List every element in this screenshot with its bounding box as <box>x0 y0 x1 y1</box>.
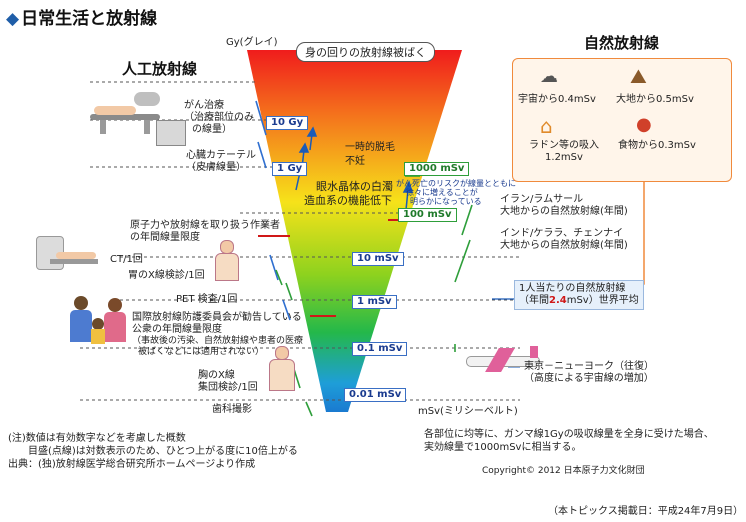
label-iran: イラン/ラムサール 大地からの自然放射線(年間) <box>500 194 628 217</box>
ct-scanner-illustration <box>36 232 98 272</box>
pet-scanner-illustration <box>156 120 186 146</box>
level-10msv: 10 mSv <box>352 252 404 266</box>
msv-unit-label: mSv(ミリシーベルト) <box>418 406 518 417</box>
label-cardiac-catheter: 心臓カテーテル （皮膚線量） <box>186 150 256 173</box>
gy-unit-label: Gy(グレイ) <box>226 37 278 48</box>
level-0.01msv: 0.01 mSv <box>344 388 407 402</box>
label-radon: ラドン等の吸入 1.2mSv <box>529 140 599 163</box>
label-chest-xray: 胸のX線 集団検診/1回 <box>198 370 258 393</box>
level-100msv: 100 mSv <box>398 208 457 222</box>
house-icon: ⌂ <box>540 114 553 138</box>
notes: (注)数値は有効数字などを考慮した概数 目盛(点線)は対数表示のため、ひとつ上が… <box>8 433 298 470</box>
heading-artificial: 人工放射線 <box>122 60 198 78</box>
person-illustration <box>214 240 239 281</box>
copyright: Copyright© 2012 日本原子力文化財団 <box>482 466 645 476</box>
effect-hair-loss: 一時的脱毛 <box>345 142 395 153</box>
label-worker-limit: 原子力や放射線を取り扱う作業者 の年間線量限度 <box>130 220 280 243</box>
effect-sterility: 不妊 <box>345 156 365 167</box>
gray-explanation: 各部位に均等に、ガンマ線1Gyの吸収線量を全身に受けた場合、 実効線量で1000… <box>424 429 714 453</box>
label-ct: CT/1回 <box>110 254 143 265</box>
published-date: （本トピックス掲載日：平成24年7月9日） <box>548 506 744 517</box>
label-stomach-xray: 胃のX線検診/1回 <box>128 270 205 281</box>
world-average-callout: 1人当たりの自然放射線 （年間2.4mSv）世界平均 <box>514 280 644 310</box>
level-1msv: 1 mSv <box>352 295 397 309</box>
food-icon: ● <box>636 114 652 135</box>
label-pet: PET 検査/1回 <box>176 294 238 305</box>
label-dental: 歯科撮影 <box>212 404 252 415</box>
effect-hematopoietic: 造血系の機能低下 <box>304 194 392 207</box>
family-illustration <box>70 296 132 346</box>
natural-radiation-panel <box>512 58 732 182</box>
label-cancer-treatment: がん治療 （治療部位のみ の線量） <box>184 100 254 135</box>
level-1000msv: 1000 mSv <box>404 162 470 176</box>
space-icon: ☁ <box>540 66 558 87</box>
level-1gy: 1 Gy <box>272 162 308 176</box>
funnel-shape <box>247 50 462 412</box>
xray-person-illustration <box>268 346 295 392</box>
earth-icon: ⛰ <box>630 64 647 88</box>
label-flight: 東京－ニューヨーク（往復） （高度による宇宙線の増加） <box>524 361 654 384</box>
funnel-top-label: 身の回りの放射線被ばく <box>296 42 435 62</box>
airplane-illustration <box>466 344 542 374</box>
effect-cataract: 眼水晶体の白濁 <box>316 180 393 193</box>
label-food: 食物から0.3mSv <box>618 140 696 151</box>
cancer-treatment-illustration <box>90 92 166 136</box>
label-india: インド/ケララ、チェンナイ 大地からの自然放射線(年間) <box>500 228 628 251</box>
level-10gy: 10 Gy <box>266 116 309 130</box>
level-0.1msv: 0.1 mSv <box>352 342 408 356</box>
heading-natural: 自然放射線 <box>584 34 660 52</box>
page-title: ◆日常生活と放射線 <box>6 9 158 29</box>
effect-cancer-risk: がん死亡のリスクが線量とともに 徐々に増えることが 明らかになっている <box>396 179 516 206</box>
label-icrp-limit: 国際放射線防護委員会が勧告している 公衆の年間線量限度 （事故後の汚染、自然放射… <box>132 312 304 357</box>
label-from-earth: 大地から0.5mSv <box>616 94 694 105</box>
label-from-space: 宇宙から0.4mSv <box>518 94 596 105</box>
